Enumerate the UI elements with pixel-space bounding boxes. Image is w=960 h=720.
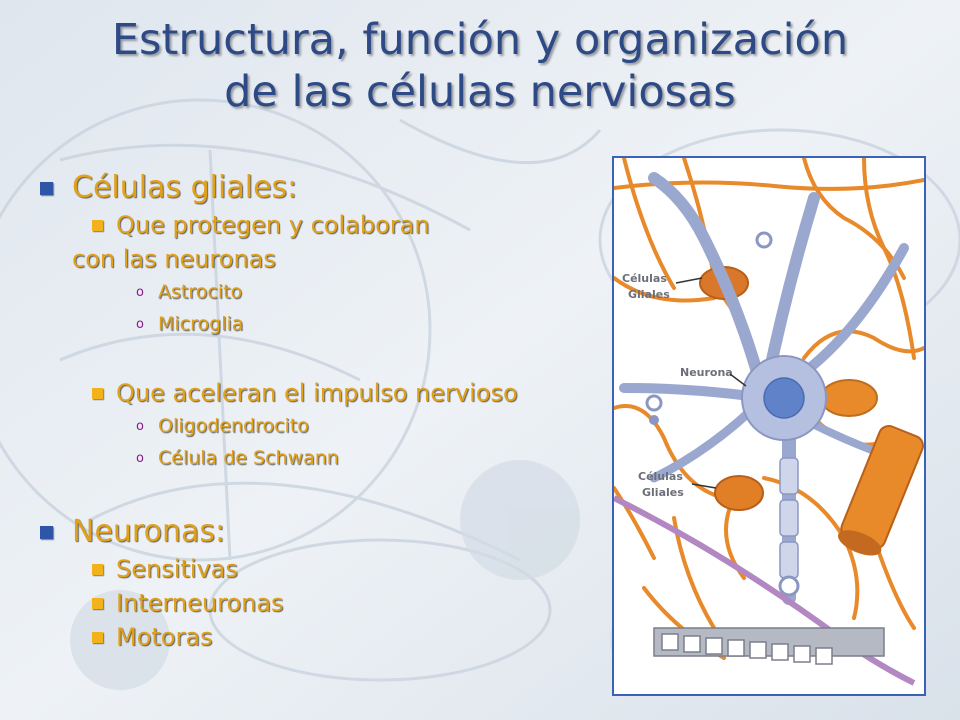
bullet-interneurons: Interneuronas (40, 586, 600, 620)
bullet-motor: Motoras (40, 620, 600, 654)
neuron-glia-illustration: Células Gliales Neurona Células Gliales (612, 156, 926, 696)
label-glial-cells-bottom-1: Células (638, 470, 683, 483)
bullet-sensory: Sensitivas (40, 552, 600, 586)
label-neuron: Neurona (680, 366, 733, 379)
bullet-glial-cells: Células gliales: (40, 168, 600, 208)
bullet-protect-collaborate-continuation: con las neuronas (72, 245, 276, 273)
bullet-schwann-cell: Célula de Schwann (40, 442, 600, 475)
bullet-microglia: Microglia (40, 308, 600, 341)
bullet-list: Células gliales: Que protegen y colabora… (40, 168, 600, 654)
bullet-astrocyte: Astrocito (40, 276, 600, 309)
label-glial-cells-bottom-2: Gliales (642, 486, 684, 499)
bullet-neurons: Neuronas: (40, 512, 600, 552)
bullet-oligodendrocyte: Oligodendrocito (40, 410, 600, 443)
title-line-2: de las células nerviosas (224, 67, 736, 117)
label-glial-cells-top-2: Gliales (628, 288, 670, 301)
page-title: Estructura, función y organización de la… (0, 14, 960, 118)
title-line-1: Estructura, función y organización (111, 15, 849, 65)
label-glial-cells-top-1: Células (622, 272, 667, 285)
bullet-accelerate-impulse: Que aceleran el impulso nervioso (40, 376, 600, 410)
bullet-protect-collaborate: Que protegen y colaboran (40, 208, 600, 242)
